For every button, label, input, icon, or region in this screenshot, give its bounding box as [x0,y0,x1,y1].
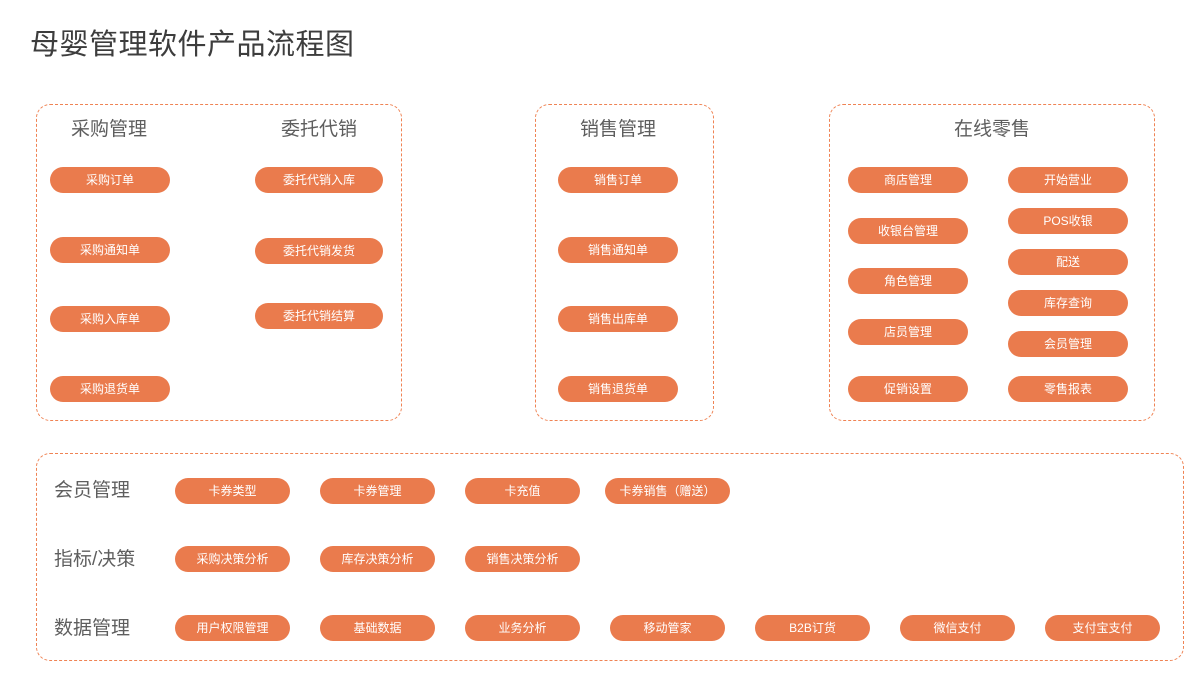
panel-title-retail-title-col: 在线零售 [953,119,1031,140]
pill-retail-title-col-1[interactable]: 收银台管理 [848,218,968,244]
pill-metrics-decision-1[interactable]: 库存决策分析 [320,546,435,572]
panel-title-procurement: 采购管理 [70,119,148,140]
pill-procurement-0[interactable]: 采购订单 [50,167,170,193]
pill-metrics-decision-2[interactable]: 销售决策分析 [465,546,580,572]
pill-data-management-2[interactable]: 业务分析 [465,615,580,641]
pill-data-management-0[interactable]: 用户权限管理 [175,615,290,641]
pill-retail-right-col-2[interactable]: 配送 [1008,249,1128,275]
row-label-data-management: 数据管理 [54,618,131,639]
pill-member-management-0[interactable]: 卡券类型 [175,478,290,504]
pill-retail-right-col-0[interactable]: 开始营业 [1008,167,1128,193]
pill-retail-title-col-2[interactable]: 角色管理 [848,268,968,294]
pill-member-management-1[interactable]: 卡券管理 [320,478,435,504]
pill-retail-title-col-4[interactable]: 促销设置 [848,376,968,402]
pill-data-management-6[interactable]: 支付宝支付 [1045,615,1160,641]
pill-sales-management-1[interactable]: 销售通知单 [558,237,678,263]
pill-consignment-0[interactable]: 委托代销入库 [255,167,383,193]
panel-title-consignment: 委托代销 [280,119,358,140]
pill-procurement-1[interactable]: 采购通知单 [50,237,170,263]
pill-retail-title-col-3[interactable]: 店员管理 [848,319,968,345]
pill-data-management-5[interactable]: 微信支付 [900,615,1015,641]
pill-data-management-3[interactable]: 移动管家 [610,615,725,641]
pill-metrics-decision-0[interactable]: 采购决策分析 [175,546,290,572]
page-title: 母婴管理软件产品流程图 [30,29,355,61]
pill-consignment-2[interactable]: 委托代销结算 [255,303,383,329]
pill-procurement-2[interactable]: 采购入库单 [50,306,170,332]
panel-bottom-panel [36,453,1184,661]
pill-consignment-1[interactable]: 委托代销发货 [255,238,383,264]
pill-retail-right-col-5[interactable]: 零售报表 [1008,376,1128,402]
pill-retail-title-col-0[interactable]: 商店管理 [848,167,968,193]
pill-retail-right-col-1[interactable]: POS收银 [1008,208,1128,234]
pill-data-management-1[interactable]: 基础数据 [320,615,435,641]
panel-procurement-consignment [36,104,402,421]
pill-procurement-3[interactable]: 采购退货单 [50,376,170,402]
pill-retail-right-col-3[interactable]: 库存查询 [1008,290,1128,316]
pill-sales-management-0[interactable]: 销售订单 [558,167,678,193]
panel-title-sales-management: 销售管理 [579,119,657,140]
panel-online-retail [829,104,1155,421]
pill-member-management-2[interactable]: 卡充值 [465,478,580,504]
panel-sales [535,104,714,421]
pill-member-management-3[interactable]: 卡券销售（赠送） [605,478,730,504]
pill-retail-right-col-4[interactable]: 会员管理 [1008,331,1128,357]
row-label-metrics-decision: 指标/决策 [54,549,136,570]
pill-sales-management-2[interactable]: 销售出库单 [558,306,678,332]
pill-sales-management-3[interactable]: 销售退货单 [558,376,678,402]
row-label-member-management: 会员管理 [54,480,131,501]
pill-data-management-4[interactable]: B2B订货 [755,615,870,641]
